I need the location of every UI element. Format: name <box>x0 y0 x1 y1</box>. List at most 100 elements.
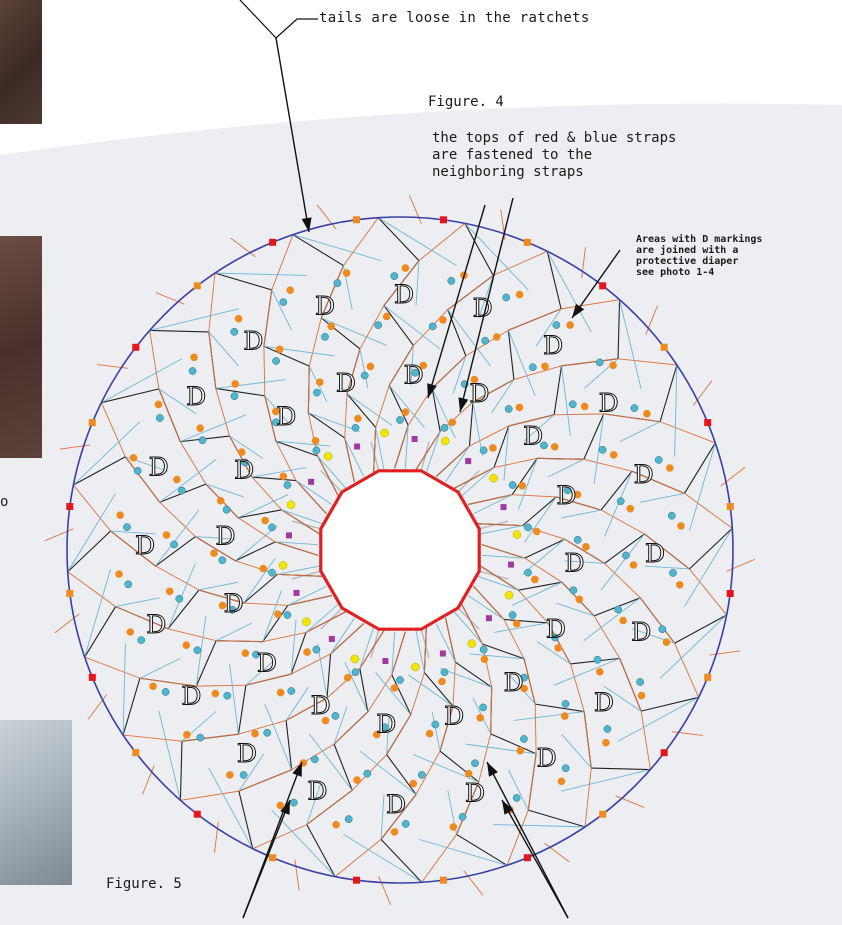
strap-blue <box>684 527 733 607</box>
strap-blue <box>404 425 409 469</box>
fitting-orange <box>401 264 410 272</box>
strap-blue <box>344 437 365 477</box>
fitting-orange <box>619 616 627 625</box>
strap-red <box>281 509 320 535</box>
fitting-orange <box>520 684 528 693</box>
strap-black <box>456 833 508 866</box>
fitting-cyan <box>161 688 170 696</box>
fitting-cyan <box>283 611 292 619</box>
strap-blue <box>237 494 289 519</box>
fitting-orange <box>149 682 157 691</box>
strap-blue <box>535 308 562 347</box>
strap-red <box>198 589 244 604</box>
fitting-orange <box>211 689 220 698</box>
strap-tail <box>720 466 746 487</box>
fitting-orange <box>637 691 646 700</box>
strap-tail <box>214 821 219 853</box>
strap-blue <box>507 330 536 397</box>
strap-blue <box>445 445 470 483</box>
fitting-orange <box>226 771 234 779</box>
strap-red <box>238 769 292 792</box>
fitting-cyan <box>593 655 602 664</box>
fitting-cyan <box>268 523 276 532</box>
strap-blue <box>464 223 529 291</box>
fitting-cyan <box>568 400 577 409</box>
strap-black <box>73 456 126 486</box>
photo-fabric-middle <box>0 236 42 458</box>
strap-blue <box>139 657 181 679</box>
strap-red <box>561 299 620 310</box>
strap-blue <box>308 733 353 791</box>
fitting-cyan <box>321 332 329 341</box>
strap-red <box>561 358 619 367</box>
strap-blue <box>67 493 116 573</box>
strap-red <box>317 455 339 497</box>
strap-red <box>263 346 266 396</box>
fitting-orange <box>419 361 428 370</box>
strap-blue <box>375 427 385 470</box>
strap-black <box>263 345 310 367</box>
strap-red <box>523 658 536 705</box>
outer-ring <box>66 216 734 884</box>
note-strap-tops: the tops of red & blue straps are fasten… <box>432 130 677 180</box>
strap-black <box>237 685 247 735</box>
ratchet <box>440 876 447 884</box>
fitting-cyan <box>561 700 570 708</box>
fitting-orange <box>541 362 549 371</box>
fitting-cyan <box>124 580 133 589</box>
strap-red <box>480 565 519 591</box>
arrow-bottom-right-a-head <box>487 762 498 777</box>
d-marking: D <box>181 682 201 711</box>
strap-blue <box>413 754 479 783</box>
strap-blue <box>377 217 457 266</box>
fitting-orange <box>115 570 123 578</box>
strap-blue <box>688 442 716 532</box>
fitting-cyan <box>479 446 488 455</box>
ratchet <box>132 749 140 757</box>
strap-black <box>243 573 278 604</box>
fitting-cyan <box>360 371 369 380</box>
fitting-orange <box>609 361 617 370</box>
fitting-cyan <box>137 636 146 644</box>
strap-red <box>383 260 420 306</box>
strap-red <box>490 687 493 734</box>
strap-blue <box>561 733 592 769</box>
fitting-orange <box>210 549 218 557</box>
ratchet <box>523 854 531 862</box>
fitting-orange <box>476 714 485 722</box>
strap-black <box>617 299 621 359</box>
strap-blue <box>511 581 563 606</box>
strap-blue <box>115 597 160 608</box>
strap-blue <box>469 653 525 660</box>
strap-black <box>583 413 605 460</box>
fitting-cyan <box>196 733 205 742</box>
fitting-orange <box>234 314 243 323</box>
arrow-bottom-right-b <box>501 799 569 919</box>
note-d-areas: Areas with D markings are joined with a … <box>636 234 763 278</box>
strap-red <box>435 445 470 477</box>
fitting-orange <box>231 380 239 388</box>
d-marking: D <box>504 668 524 697</box>
fitting-orange <box>353 776 361 784</box>
d-marking: D <box>237 739 257 768</box>
fitting-orange <box>276 688 285 697</box>
fitting-orange <box>516 746 525 755</box>
ratchet <box>353 216 360 224</box>
fitting-orange <box>316 378 324 387</box>
strap-red <box>524 557 563 583</box>
fitting-orange <box>354 414 362 423</box>
strap-blue <box>561 509 602 519</box>
strap-red <box>159 501 196 537</box>
photo-fabric-top <box>0 0 42 124</box>
strap-red <box>100 402 126 457</box>
arrow-bottom-right-b-head <box>502 800 514 815</box>
strap-red <box>158 388 181 442</box>
strap-blue <box>553 657 620 686</box>
fitting-cyan <box>133 466 142 475</box>
ratchet <box>523 238 531 246</box>
strap-blue <box>564 560 605 564</box>
fitting-orange <box>439 316 447 324</box>
fitting-cyan <box>520 673 528 682</box>
strap-blue <box>321 317 387 346</box>
d-marking: D <box>234 456 254 485</box>
